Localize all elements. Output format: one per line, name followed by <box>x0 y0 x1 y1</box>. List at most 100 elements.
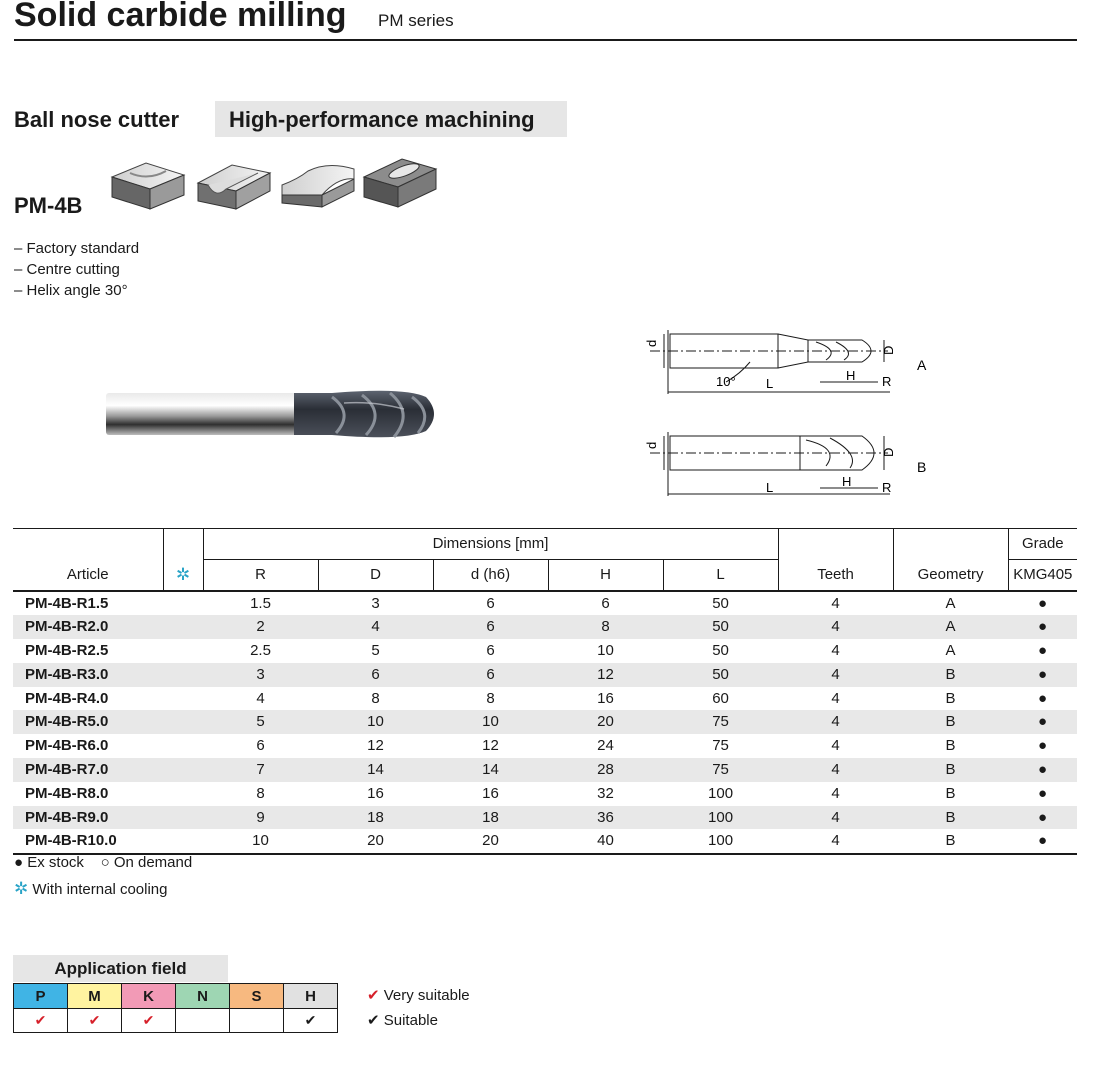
product-table: Dimensions [mm] Grade Article ✲ R D d (h… <box>13 528 1078 856</box>
r-cell: 10 <box>203 829 318 856</box>
col-h-header: H <box>547 559 663 592</box>
grade-cell: ● <box>1038 737 1048 755</box>
cooling-legend-text: With internal cooling <box>32 881 168 898</box>
h-cell: 32 <box>597 784 614 802</box>
very-suitable-legend: ✔ Very suitable <box>367 986 470 1004</box>
article-cell: PM-4B-R5.0 <box>13 710 163 735</box>
performance-heading: High-performance machining <box>229 107 535 132</box>
r-cell: 2.5 <box>250 642 271 660</box>
diagram-R-label: R <box>882 480 891 495</box>
col-shank-header: d (h6) <box>432 559 548 592</box>
h-cell: 36 <box>548 805 663 830</box>
d-cell: 6 <box>486 642 495 660</box>
geometry-cell: B <box>893 758 1009 782</box>
cooling-cell <box>163 662 203 687</box>
suitability-mark-s <box>229 1008 284 1033</box>
article-cell: PM-4B-R4.0 <box>25 689 109 707</box>
geometry-cell: B <box>893 710 1009 735</box>
very-suitable-text: Very suitable <box>383 987 470 1004</box>
diagram-D-label: D <box>881 346 896 355</box>
d-cell: 6 <box>318 662 433 687</box>
geometry-cell: B <box>893 662 1009 687</box>
grade-cell: ● <box>1038 689 1048 707</box>
article-cell: PM-4B-R6.0 <box>25 737 109 755</box>
teeth-cell: 4 <box>831 737 840 755</box>
l-cell: 60 <box>712 689 729 707</box>
cooling-cell <box>163 710 203 735</box>
diagram-d-label: d <box>644 442 659 449</box>
grade-cell: ● <box>1038 642 1048 660</box>
cooling-cell <box>163 829 203 856</box>
snowflake-icon: ✲ <box>175 564 191 584</box>
d-cell: 8 <box>371 689 380 707</box>
h-cell: 24 <box>597 737 614 755</box>
end-mill-photo <box>106 390 434 438</box>
title-divider <box>14 39 1077 41</box>
h-cell: 28 <box>548 758 663 782</box>
geometry-cell: B <box>893 829 1009 856</box>
page-title: Solid carbide milling <box>14 0 347 34</box>
pocket-shape-icon <box>362 158 438 208</box>
red-check-icon: ✔ <box>367 987 380 1004</box>
d-cell: 16 <box>367 784 384 802</box>
grade-cell: ● <box>1038 594 1048 612</box>
cooling-cell <box>163 782 203 806</box>
article-cell: PM-4B-R1.5 <box>25 594 109 612</box>
r-cell: 8 <box>256 784 265 802</box>
cooling-cell <box>163 687 203 711</box>
d-cell: 18 <box>318 805 433 830</box>
l-cell: 75 <box>663 758 779 782</box>
l-cell: 100 <box>708 784 734 802</box>
article-cell: PM-4B-R10.0 <box>13 829 163 856</box>
geometry-cell: B <box>945 689 956 707</box>
r-cell: 2 <box>203 615 318 640</box>
d-cell: 8 <box>486 689 495 707</box>
d-cell: 6 <box>433 615 548 640</box>
feature-item: – Helix angle 30° <box>14 282 128 299</box>
diagram-H-label: H <box>846 368 855 383</box>
cooling-cell <box>163 758 203 782</box>
grade-header: Grade <box>1007 528 1078 560</box>
series-label: PM series <box>378 11 454 30</box>
teeth-cell: 4 <box>778 710 894 735</box>
suitability-mark-p: ✔ <box>13 1008 68 1033</box>
d-cell: 14 <box>318 758 433 782</box>
grade-cell: ● <box>1008 662 1078 687</box>
material-s-cell: S <box>229 983 284 1009</box>
d-cell: 10 <box>318 710 433 735</box>
r-cell: 5 <box>203 710 318 735</box>
teeth-cell: 4 <box>831 642 840 660</box>
suitability-mark-n <box>175 1008 230 1033</box>
feature-item: – Centre cutting <box>14 261 120 278</box>
r-cell: 9 <box>203 805 318 830</box>
diagram-d-label: d <box>644 340 659 347</box>
r-cell: 1.5 <box>250 594 271 612</box>
grade-code-header: KMG405 <box>1007 559 1078 592</box>
model-name: PM-4B <box>14 193 83 218</box>
ex-stock-legend: ● Ex stock <box>14 854 84 871</box>
cooling-cell <box>163 639 203 663</box>
geometry-cell: B <box>893 805 1009 830</box>
black-check-icon: ✔ <box>367 1012 380 1029</box>
cutter-type-heading: Ball nose cutter <box>14 107 180 132</box>
teeth-cell: 4 <box>831 689 840 707</box>
r-cell: 3 <box>203 662 318 687</box>
dimensions-header: Dimensions [mm] <box>202 528 779 560</box>
geometry-diagram-b: d D L H R B <box>644 432 926 496</box>
cooling-cell <box>163 591 203 616</box>
h-cell: 8 <box>548 615 663 640</box>
material-k-cell: K <box>121 983 176 1009</box>
teeth-cell: 4 <box>831 594 840 612</box>
geometry-cell: A <box>893 615 1009 640</box>
performance-band <box>215 101 567 137</box>
material-h-cell: H <box>283 983 338 1009</box>
l-cell: 50 <box>663 662 779 687</box>
u-slot-shape-icon <box>196 164 272 210</box>
d-cell: 20 <box>318 829 433 856</box>
